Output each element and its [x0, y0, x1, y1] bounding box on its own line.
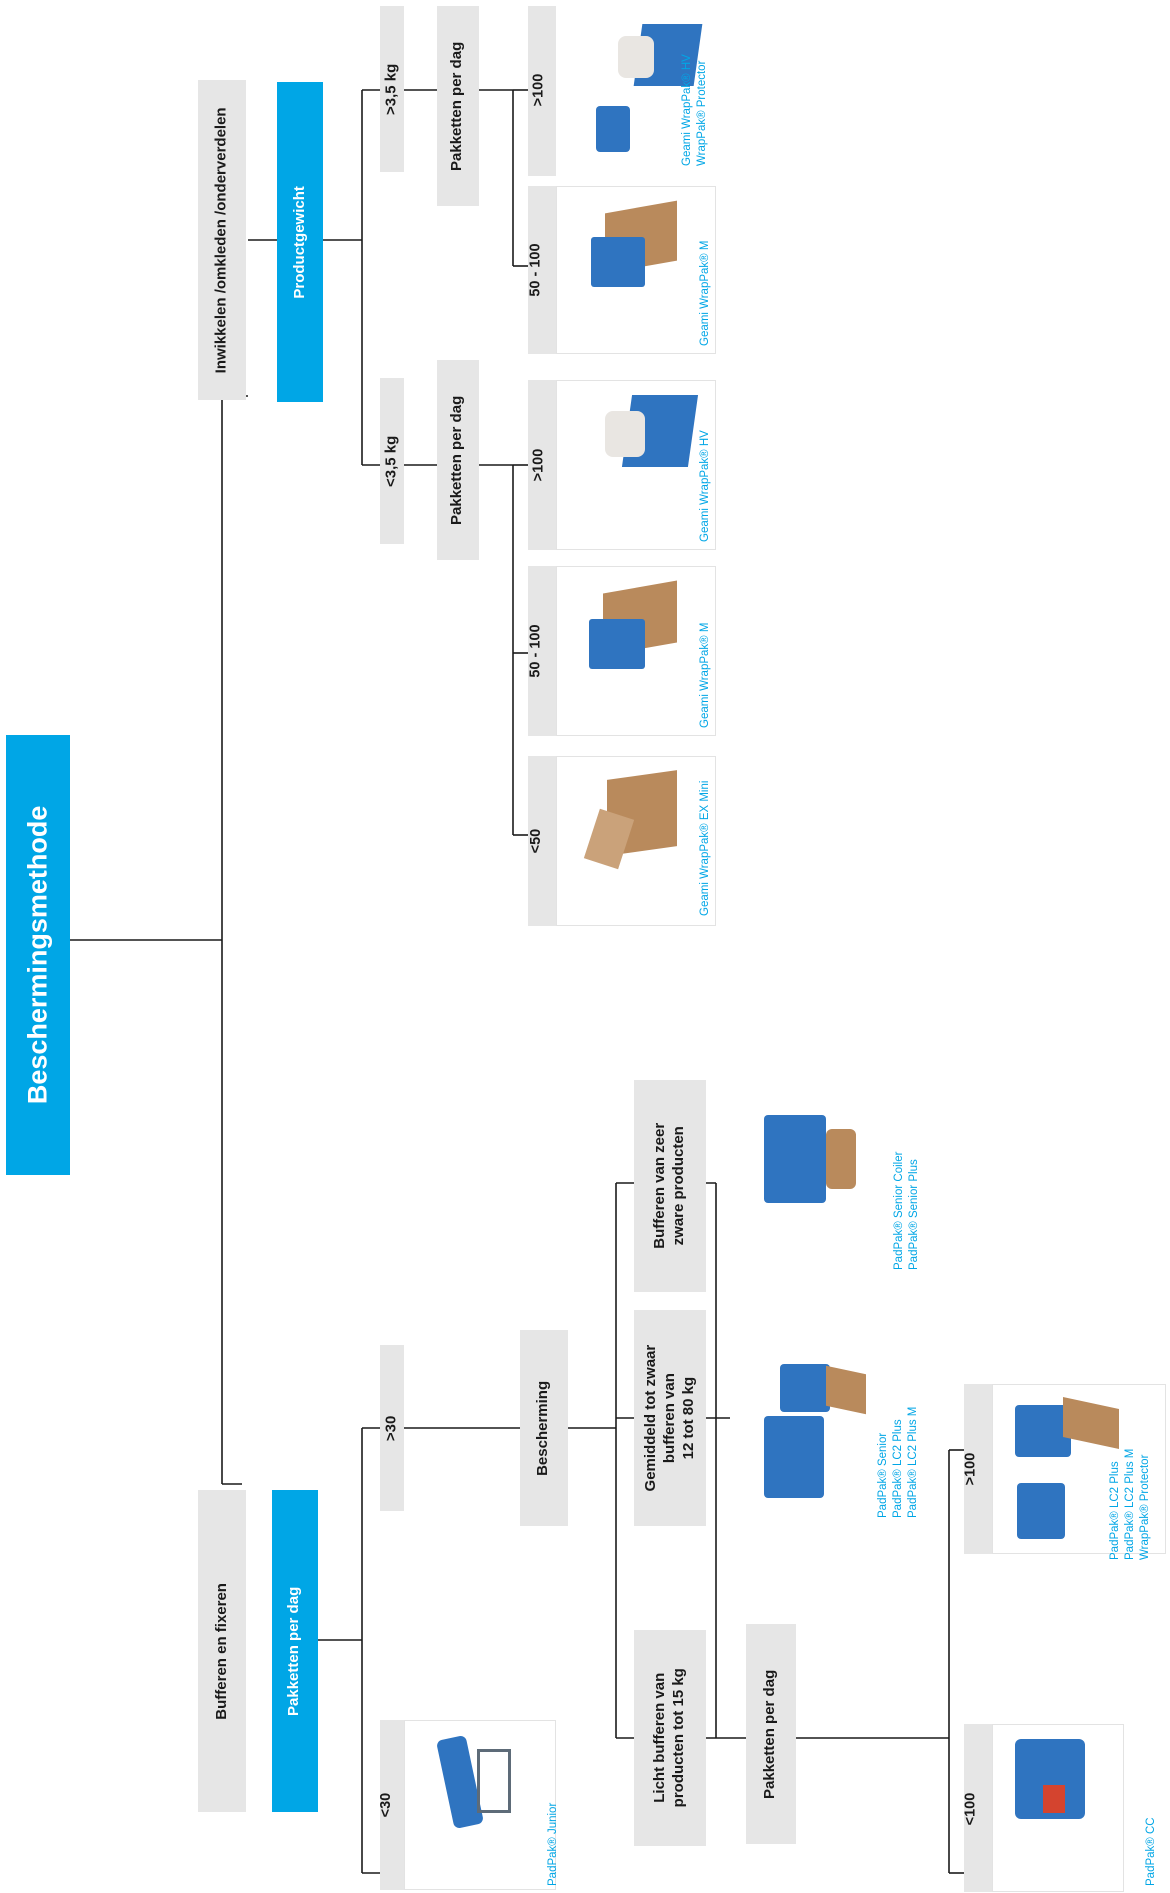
buffer-low-range-label: <30 [378, 1792, 395, 1818]
heavy-buffer-label: Bufferen van zeer zware producten [651, 1123, 687, 1249]
paper-roll-light-image [605, 411, 645, 457]
cc-range-label: <100 [962, 1792, 979, 1826]
wrappak-m-image [591, 237, 645, 287]
lc2-caption: PadPak® LC2 Plus PadPak® LC2 Plus M Wrap… [1109, 1448, 1151, 1560]
light-low-caption: Geami WrapPak® EX Mini [699, 780, 711, 916]
senior-coiler-image-box [730, 1093, 890, 1267]
light-range-low-tab: <50 [528, 756, 556, 926]
light-packages-box: Pakketten per dag [437, 360, 479, 560]
padpak-senior-image [764, 1416, 824, 1498]
light-low-image-box [556, 756, 716, 926]
senior-image-box [730, 1356, 890, 1518]
light-range-mid-label: 50 - 100 [527, 624, 544, 678]
padpak-junior-image-box [404, 1720, 556, 1890]
light-buffer-label: Licht bufferen van producten tot 15 kg [651, 1668, 687, 1808]
padpak-cc-panel-image [1043, 1785, 1065, 1813]
product-weight-box: Productgewicht [277, 82, 323, 402]
padpak-junior-stand-image [477, 1749, 511, 1813]
medium-buffer-label: Gemiddeld tot zwaar bufferen van 12 tot … [641, 1344, 697, 1492]
light-high-caption: Geami WrapPak® HV [699, 430, 711, 542]
heavy-mid-caption: Geami WrapPak® M [699, 240, 711, 346]
heavy-range-mid-tab: 50 - 100 [528, 186, 556, 354]
heavy-packages-box: Pakketten per dag [437, 6, 479, 206]
padpak-senior-coiler-image [764, 1115, 826, 1203]
lc2-plus-paper-image [826, 1365, 866, 1415]
wrappak-protector-lc2-image [1017, 1483, 1065, 1539]
padpak-cc-caption: PadPak® CC [1145, 1817, 1157, 1886]
page-title: Beschermingsmethode [22, 805, 53, 1105]
heavy-range-high-label: >100 [530, 73, 547, 107]
heavy-high-image-box [556, 6, 716, 176]
light-range-low-label: <50 [528, 828, 545, 854]
senior-caption: PadPak® Senior PadPak® LC2 Plus PadPak® … [877, 1406, 919, 1518]
buffer-packages-box: Pakketten per dag [272, 1490, 318, 1812]
lc2-image-box [992, 1384, 1166, 1554]
lc2-range-tab: >100 [962, 1384, 992, 1554]
light-packages-label: Pakketten per dag [448, 395, 466, 525]
weight-heavy-box: >3,5 kg [380, 6, 404, 172]
buffer-method-label: Bufferen en fixeren [212, 1582, 230, 1720]
cc-range-tab: <100 [962, 1724, 992, 1892]
wrap-method-label: Inwikkelen /omkleden /onderverdelen [212, 107, 230, 373]
light-range-mid-tab: 50 - 100 [528, 566, 556, 736]
wrappak-protector-image [596, 106, 630, 152]
paper-strip-image [583, 808, 635, 870]
heavy-range-high-tab: >100 [528, 6, 556, 176]
wrappak-m-light-image [589, 619, 645, 669]
weight-heavy-label: >3,5 kg [382, 63, 400, 115]
light-range-high-label: >100 [530, 448, 547, 482]
senior-coiler-caption: PadPak® Senior Coiler PadPak® Senior Plu… [893, 1151, 920, 1270]
light-mid-caption: Geami WrapPak® M [699, 622, 711, 728]
light-range-high-tab: >100 [528, 380, 556, 550]
buffer-low-range-tab: <30 [378, 1720, 404, 1890]
protection-box: Bescherming [520, 1330, 568, 1526]
product-weight-label: Productgewicht [290, 185, 308, 299]
heavy-mid-image-box [556, 186, 716, 354]
light-buffer-packages-label: Pakketten per dag [761, 1669, 779, 1799]
padpak-lc2-plus-image [780, 1364, 830, 1412]
lc2-range-label: >100 [962, 1452, 979, 1486]
light-mid-image-box [556, 566, 716, 736]
light-buffer-packages-box: Pakketten per dag [746, 1624, 796, 1844]
buffer-high-range-label: >30 [382, 1415, 400, 1441]
title-box: Beschermingsmethode [6, 735, 70, 1175]
protection-label: Bescherming [534, 1380, 552, 1476]
heavy-packages-label: Pakketten per dag [448, 41, 466, 171]
light-high-image-box [556, 380, 716, 550]
heavy-high-caption: Geami WrapPak® HV WrapPak® Protector [681, 54, 708, 166]
buffer-high-range-box: >30 [380, 1345, 404, 1511]
wrap-method-box: Inwikkelen /omkleden /onderverdelen [198, 80, 246, 400]
padpak-lc2-plus-m-image [1015, 1405, 1071, 1457]
heavy-range-mid-label: 50 - 100 [527, 243, 544, 297]
medium-buffer-box: Gemiddeld tot zwaar bufferen van 12 tot … [634, 1310, 706, 1526]
light-buffer-box: Licht bufferen van producten tot 15 kg [634, 1630, 706, 1846]
paper-roll-image [618, 36, 654, 78]
weight-light-label: <3,5 kg [382, 435, 400, 487]
heavy-buffer-box: Bufferen van zeer zware producten [634, 1080, 706, 1292]
padpak-cc-image-box [992, 1724, 1124, 1892]
weight-light-box: <3,5 kg [380, 378, 404, 544]
senior-coiler-roll-image [826, 1129, 856, 1189]
buffer-method-box: Bufferen en fixeren [198, 1490, 246, 1812]
lc2-plus-m-paper-image [1063, 1397, 1119, 1449]
buffer-packages-label: Pakketten per dag [285, 1586, 303, 1716]
padpak-junior-caption: PadPak® Junior [547, 1802, 559, 1886]
